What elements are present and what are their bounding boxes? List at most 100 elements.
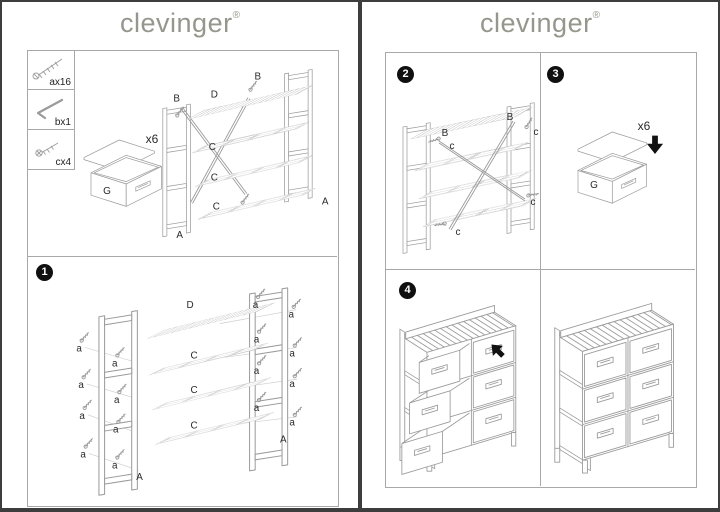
- part-label-A: A: [322, 196, 329, 207]
- part-label-a: a: [113, 425, 119, 436]
- front-right-leg: [668, 433, 674, 448]
- screw-icon: [255, 354, 269, 366]
- part-label-D: D: [187, 300, 194, 311]
- screw-icon: [115, 383, 130, 395]
- front-left-leg: [582, 459, 588, 474]
- part-label-B: B: [173, 94, 180, 105]
- registered-trademark-icon: ®: [232, 10, 240, 21]
- step-2-badge: 2: [397, 66, 414, 83]
- manual-page-right: clevinger® 2 B B c c c c 3 x6: [360, 0, 720, 512]
- part-label-C: C: [211, 173, 218, 184]
- drawer-slide-lines: [401, 343, 470, 444]
- part-label-a: a: [289, 418, 295, 429]
- manual-page-left: clevinger® ax16 bx1: [0, 0, 360, 512]
- part-label-a: a: [254, 334, 260, 345]
- step-1-badge: 1: [36, 264, 53, 281]
- part-label-C: C: [213, 201, 220, 212]
- part-label-A: A: [176, 230, 183, 241]
- part-label-bx1: bx1: [54, 117, 71, 128]
- part-label-a: a: [112, 460, 118, 471]
- screw-icon: [290, 336, 305, 349]
- part-label-A: A: [280, 435, 287, 446]
- step1-diagram: D C C C A A a a a a a a a a a a a a a a …: [76, 287, 305, 496]
- part-label-a: a: [112, 358, 118, 369]
- fabric-box-drawing: [577, 152, 648, 204]
- screw-icon: [81, 437, 96, 450]
- part-label-C: C: [209, 142, 216, 153]
- screw-icon: [77, 331, 92, 344]
- part-item-screw-a: ax16: [27, 50, 75, 90]
- cross-brace-rods: [180, 97, 251, 204]
- drawers-all: [584, 328, 672, 459]
- brand-logo: clevinger®: [2, 8, 358, 39]
- screw-icon: [113, 448, 128, 461]
- part-label-C: C: [191, 385, 198, 396]
- part-label-a: a: [114, 395, 120, 406]
- part-label-B: B: [507, 112, 514, 123]
- screw-icon: [289, 298, 304, 310]
- ladder-frame-left: [162, 103, 191, 238]
- top-slat-lines: [566, 310, 672, 351]
- step4-insert-diagram: [399, 305, 517, 475]
- registered-trademark-icon: ®: [592, 10, 600, 21]
- overview-exploded-diagram: B B D C C C A A: [162, 69, 329, 241]
- screw-icon: [80, 399, 95, 411]
- open-shelf-3: [154, 411, 275, 446]
- allen-key-icon: [36, 98, 64, 120]
- part-label-G: G: [590, 180, 598, 191]
- part-label-a: a: [254, 403, 260, 414]
- part-label-C: C: [191, 350, 198, 361]
- brand-logo: clevinger®: [362, 8, 718, 39]
- part-label-ax16: ax16: [49, 77, 71, 88]
- part-label-a: a: [253, 300, 259, 311]
- part-label-D: D: [211, 90, 218, 101]
- step-3-badge: 3: [547, 66, 564, 83]
- drawers-left-column-pulled: [401, 349, 461, 475]
- brand-logo-text: clevinger: [480, 8, 593, 38]
- top-slat-lines: [411, 312, 515, 352]
- box-quantity-label: x6: [146, 132, 159, 146]
- part-label-c: c: [531, 197, 536, 208]
- part-label-a: a: [288, 310, 294, 321]
- part-label-a: a: [80, 449, 86, 460]
- short-screw-icon: [35, 142, 59, 157]
- part-label-c: c: [456, 227, 461, 238]
- long-screw-icon: [32, 58, 63, 80]
- part-label-G: G: [103, 186, 111, 197]
- part-label-c: c: [534, 127, 539, 138]
- frame-dividers: [582, 337, 674, 447]
- back-left-leg: [554, 447, 561, 463]
- right-row-divider: [385, 269, 695, 270]
- part-label-a: a: [289, 379, 295, 390]
- step-4-badge: 4: [399, 282, 416, 299]
- part-label-A: A: [136, 472, 143, 483]
- down-arrow-icon: [646, 135, 664, 155]
- screw-icon: [113, 346, 128, 358]
- parts-panel: ax16 bx1 cx4: [27, 50, 75, 170]
- part-label-a: a: [78, 380, 84, 391]
- screw-icon: [238, 193, 253, 206]
- screw-icon: [290, 406, 305, 418]
- ladder-frame-left: [402, 122, 431, 254]
- part-label-a: a: [289, 348, 295, 359]
- part-item-allen-key-b: bx1: [27, 90, 75, 130]
- screw-icon: [255, 322, 269, 335]
- box-quantity-label: x6: [638, 119, 651, 133]
- step2-diagram: B B c c c c: [402, 102, 540, 254]
- left-section-divider: [27, 256, 337, 257]
- part-label-B: B: [255, 72, 262, 83]
- cross-brace-rods: [438, 120, 526, 231]
- part-label-B: B: [442, 128, 449, 139]
- screw-icon: [79, 368, 94, 380]
- part-item-screw-c: cx4: [27, 130, 75, 170]
- part-label-cx4: cx4: [55, 157, 71, 168]
- front-right-leg: [511, 432, 517, 447]
- screw-icon: [290, 367, 305, 379]
- fabric-box-diagram: x6 G: [83, 132, 162, 207]
- part-label-a: a: [76, 343, 82, 354]
- brand-logo-text: clevinger: [120, 8, 233, 38]
- part-label-C: C: [191, 421, 198, 432]
- part-label-c: c: [450, 141, 455, 152]
- part-label-a: a: [79, 411, 85, 422]
